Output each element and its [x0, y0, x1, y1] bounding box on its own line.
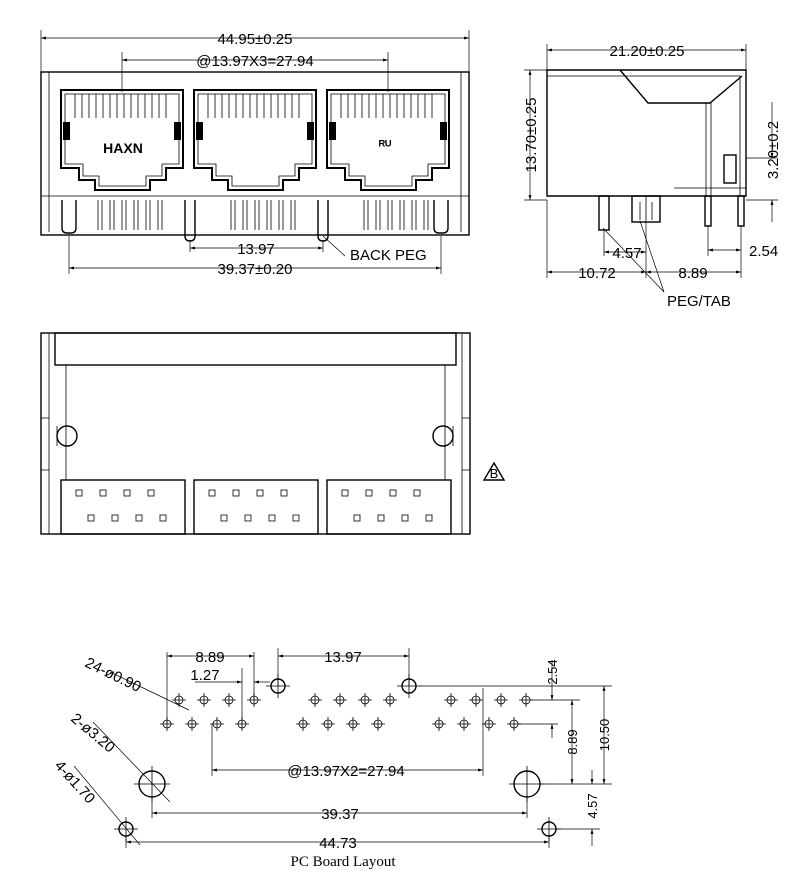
pad-group [160, 693, 261, 731]
pin-row [97, 200, 429, 230]
pcb-layout-title: PC Board Layout [291, 854, 397, 870]
pin-block [60, 479, 186, 535]
led-height-dim: 3.20±0.2 [765, 121, 782, 179]
housing-outline [40, 71, 470, 236]
row-to-hole-dim: 8.89 [565, 729, 580, 754]
pin-block [326, 479, 452, 535]
row-offset-dim: 2.54 [545, 659, 560, 684]
peg-tab-label: PEG/TAB [667, 293, 731, 310]
tail-pin [704, 195, 712, 227]
row-span-dim: 8.89 [195, 649, 224, 666]
height-dim: 13.70±0.25 [523, 98, 540, 173]
pad-group [431, 692, 534, 732]
front-offset-dim: 10.72 [578, 265, 616, 282]
peg-hole-callout: 4-ø1.70 [51, 757, 98, 807]
mount-peg [56, 425, 78, 447]
stagger-dim: 1.27 [190, 667, 219, 684]
pin-block [193, 479, 319, 535]
tail-offset-dim: 2.54 [749, 243, 778, 260]
peg-pitch-dim: 13.97 [237, 241, 275, 258]
peg-pitch-pcb-dim: 13.97 [324, 649, 362, 666]
depth-dim: 21.20±0.25 [610, 43, 685, 60]
tail-pin [737, 195, 745, 227]
hole-to-peg-dim: 4.57 [585, 793, 600, 818]
front-view: 44.95±0.25 @13.97X3=27.94 [40, 30, 470, 278]
shield-tab [61, 200, 77, 234]
pin-offset-dim: 8.89 [678, 265, 707, 282]
back-peg-label: BACK PEG [350, 247, 427, 264]
large-hole-callout: 2-ø3.20 [67, 710, 118, 756]
large-span-dim: 39.37 [321, 806, 359, 823]
large-hole [509, 766, 545, 802]
led-window [723, 154, 737, 184]
revision-mark: B [490, 466, 499, 481]
overall-width-dim: 44.95±0.25 [218, 31, 293, 48]
shield-tab [433, 200, 449, 234]
peg [598, 195, 610, 231]
large-hole [134, 766, 170, 802]
side-body [546, 69, 747, 197]
peg-span-pcb-dim: 44.73 [319, 835, 357, 852]
mount-peg [432, 425, 454, 447]
pad-group [295, 692, 398, 732]
side-view: 21.20±0.25 13.70±0.25 3.20±0.2 4.57 [523, 43, 782, 310]
rj45-port [60, 89, 184, 191]
pcb-layout: 8.89 1.27 13.97 24-ø0.90 2-ø3.20 4-ø1.70… [51, 648, 612, 870]
port-pitch-dim: @13.97X3=27.94 [196, 53, 313, 70]
small-hole-callout: 24-ø0.90 [82, 654, 143, 696]
peg-to-hole-dim: 10.50 [597, 719, 612, 752]
peg-span-dim: 39.37±0.20 [218, 261, 293, 278]
rj45-port [193, 89, 317, 191]
bottom-outline [40, 332, 471, 535]
bottom-view: B [40, 332, 506, 535]
pad-pitch-dim: @13.97X2=27.94 [287, 763, 404, 780]
revision-triangle [482, 461, 506, 481]
ul-mark: ᴿᵁ [379, 137, 392, 153]
brand-label: HAXN [103, 140, 143, 156]
